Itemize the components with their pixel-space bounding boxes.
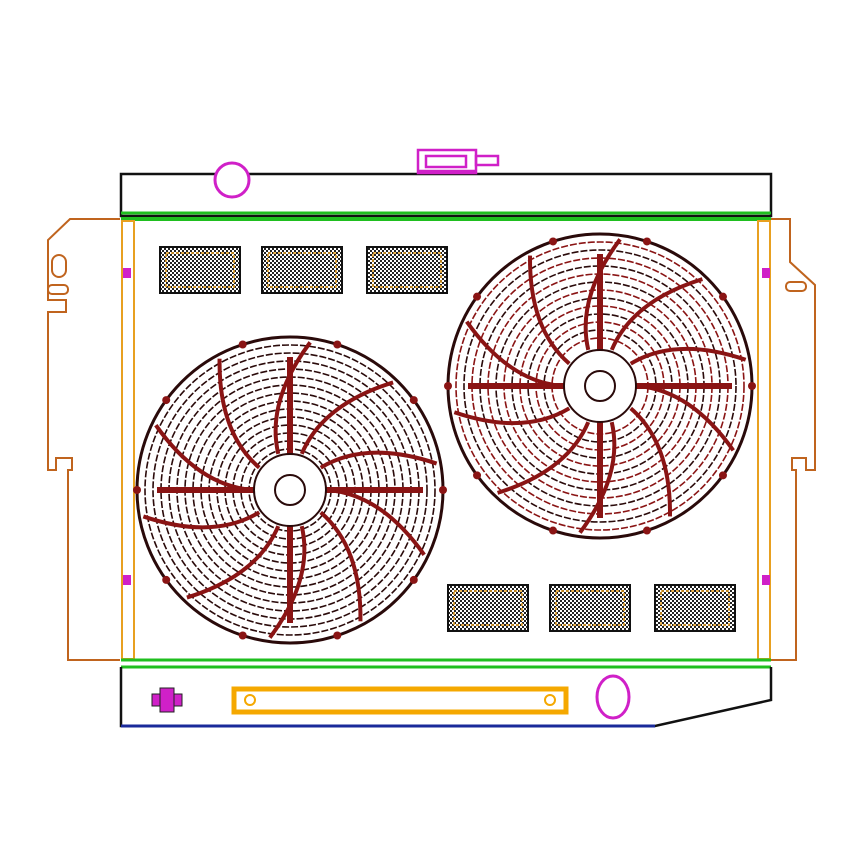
inlet-fitting [416, 148, 500, 175]
fan-blade [319, 450, 438, 470]
fan-mount-tab [238, 631, 247, 640]
fan-motor [584, 370, 616, 402]
fan-mount-tab [238, 340, 247, 349]
fan-blade [142, 510, 261, 530]
mesh-block [261, 246, 343, 294]
fan-blade [299, 380, 394, 455]
fan-mount-tab [162, 396, 171, 405]
mesh-block [366, 246, 448, 294]
left-mounting-bracket [47, 218, 120, 661]
left-bracket-slot [51, 254, 67, 278]
fan-mount-tab [133, 486, 141, 494]
fan-mount-tab [409, 396, 418, 405]
fan-motor [274, 474, 306, 506]
fan-blade [583, 238, 622, 351]
fan-mount-tab [718, 471, 727, 480]
fan-blade [273, 341, 312, 455]
left-fan [133, 335, 447, 645]
fan-guard-ring [152, 352, 428, 628]
fan-blade [609, 277, 703, 351]
fan-mount-tab [409, 575, 418, 584]
bar-bolt [544, 694, 556, 706]
fan-mount-tab [642, 237, 651, 246]
fan-mount-tab [748, 382, 756, 390]
fan-blade [186, 525, 281, 600]
bar-bolt [244, 694, 256, 706]
fan-mount-tab [549, 237, 558, 246]
left-bracket-slot [47, 284, 69, 295]
fan-mount-tab [718, 292, 727, 301]
fan-blade [497, 421, 591, 495]
mesh-block [159, 246, 241, 294]
fan-mount-tab [162, 575, 171, 584]
fan-mount-tab [439, 486, 447, 494]
mounting-bar [231, 686, 569, 715]
fan-mount-tab [642, 526, 651, 535]
fan-mount-tab [473, 292, 482, 301]
mesh-block [447, 584, 529, 632]
fan-blade [217, 358, 261, 470]
fan-blade [453, 406, 571, 426]
fan-blade [319, 510, 363, 622]
fan-guard-ring [463, 249, 737, 523]
drain-petcock [151, 687, 183, 713]
right-fan [444, 232, 756, 540]
outlet-neck [595, 674, 631, 720]
mesh-block [654, 584, 736, 632]
fan-mount-tab [549, 526, 558, 535]
fan-blade [629, 406, 672, 517]
fan-blade [578, 421, 617, 534]
fan-mount-tab [333, 631, 342, 640]
fan-mount-tab [333, 340, 342, 349]
fans [133, 232, 756, 645]
fan-guard-ring [144, 344, 436, 636]
side-mount-points [123, 268, 770, 585]
mesh-blocks [159, 246, 736, 632]
fan-guard-ring [455, 241, 745, 531]
fan-mount-tab [473, 471, 482, 480]
filler-neck [213, 161, 251, 199]
fan-mount-tab [444, 382, 452, 390]
fan-blade [528, 255, 571, 366]
right-bracket-slot [785, 281, 807, 292]
bottom-tank [119, 667, 773, 728]
fan-blade [268, 525, 307, 639]
fan-blade [629, 346, 747, 366]
right-mounting-bracket [770, 218, 816, 661]
mesh-block [549, 584, 631, 632]
